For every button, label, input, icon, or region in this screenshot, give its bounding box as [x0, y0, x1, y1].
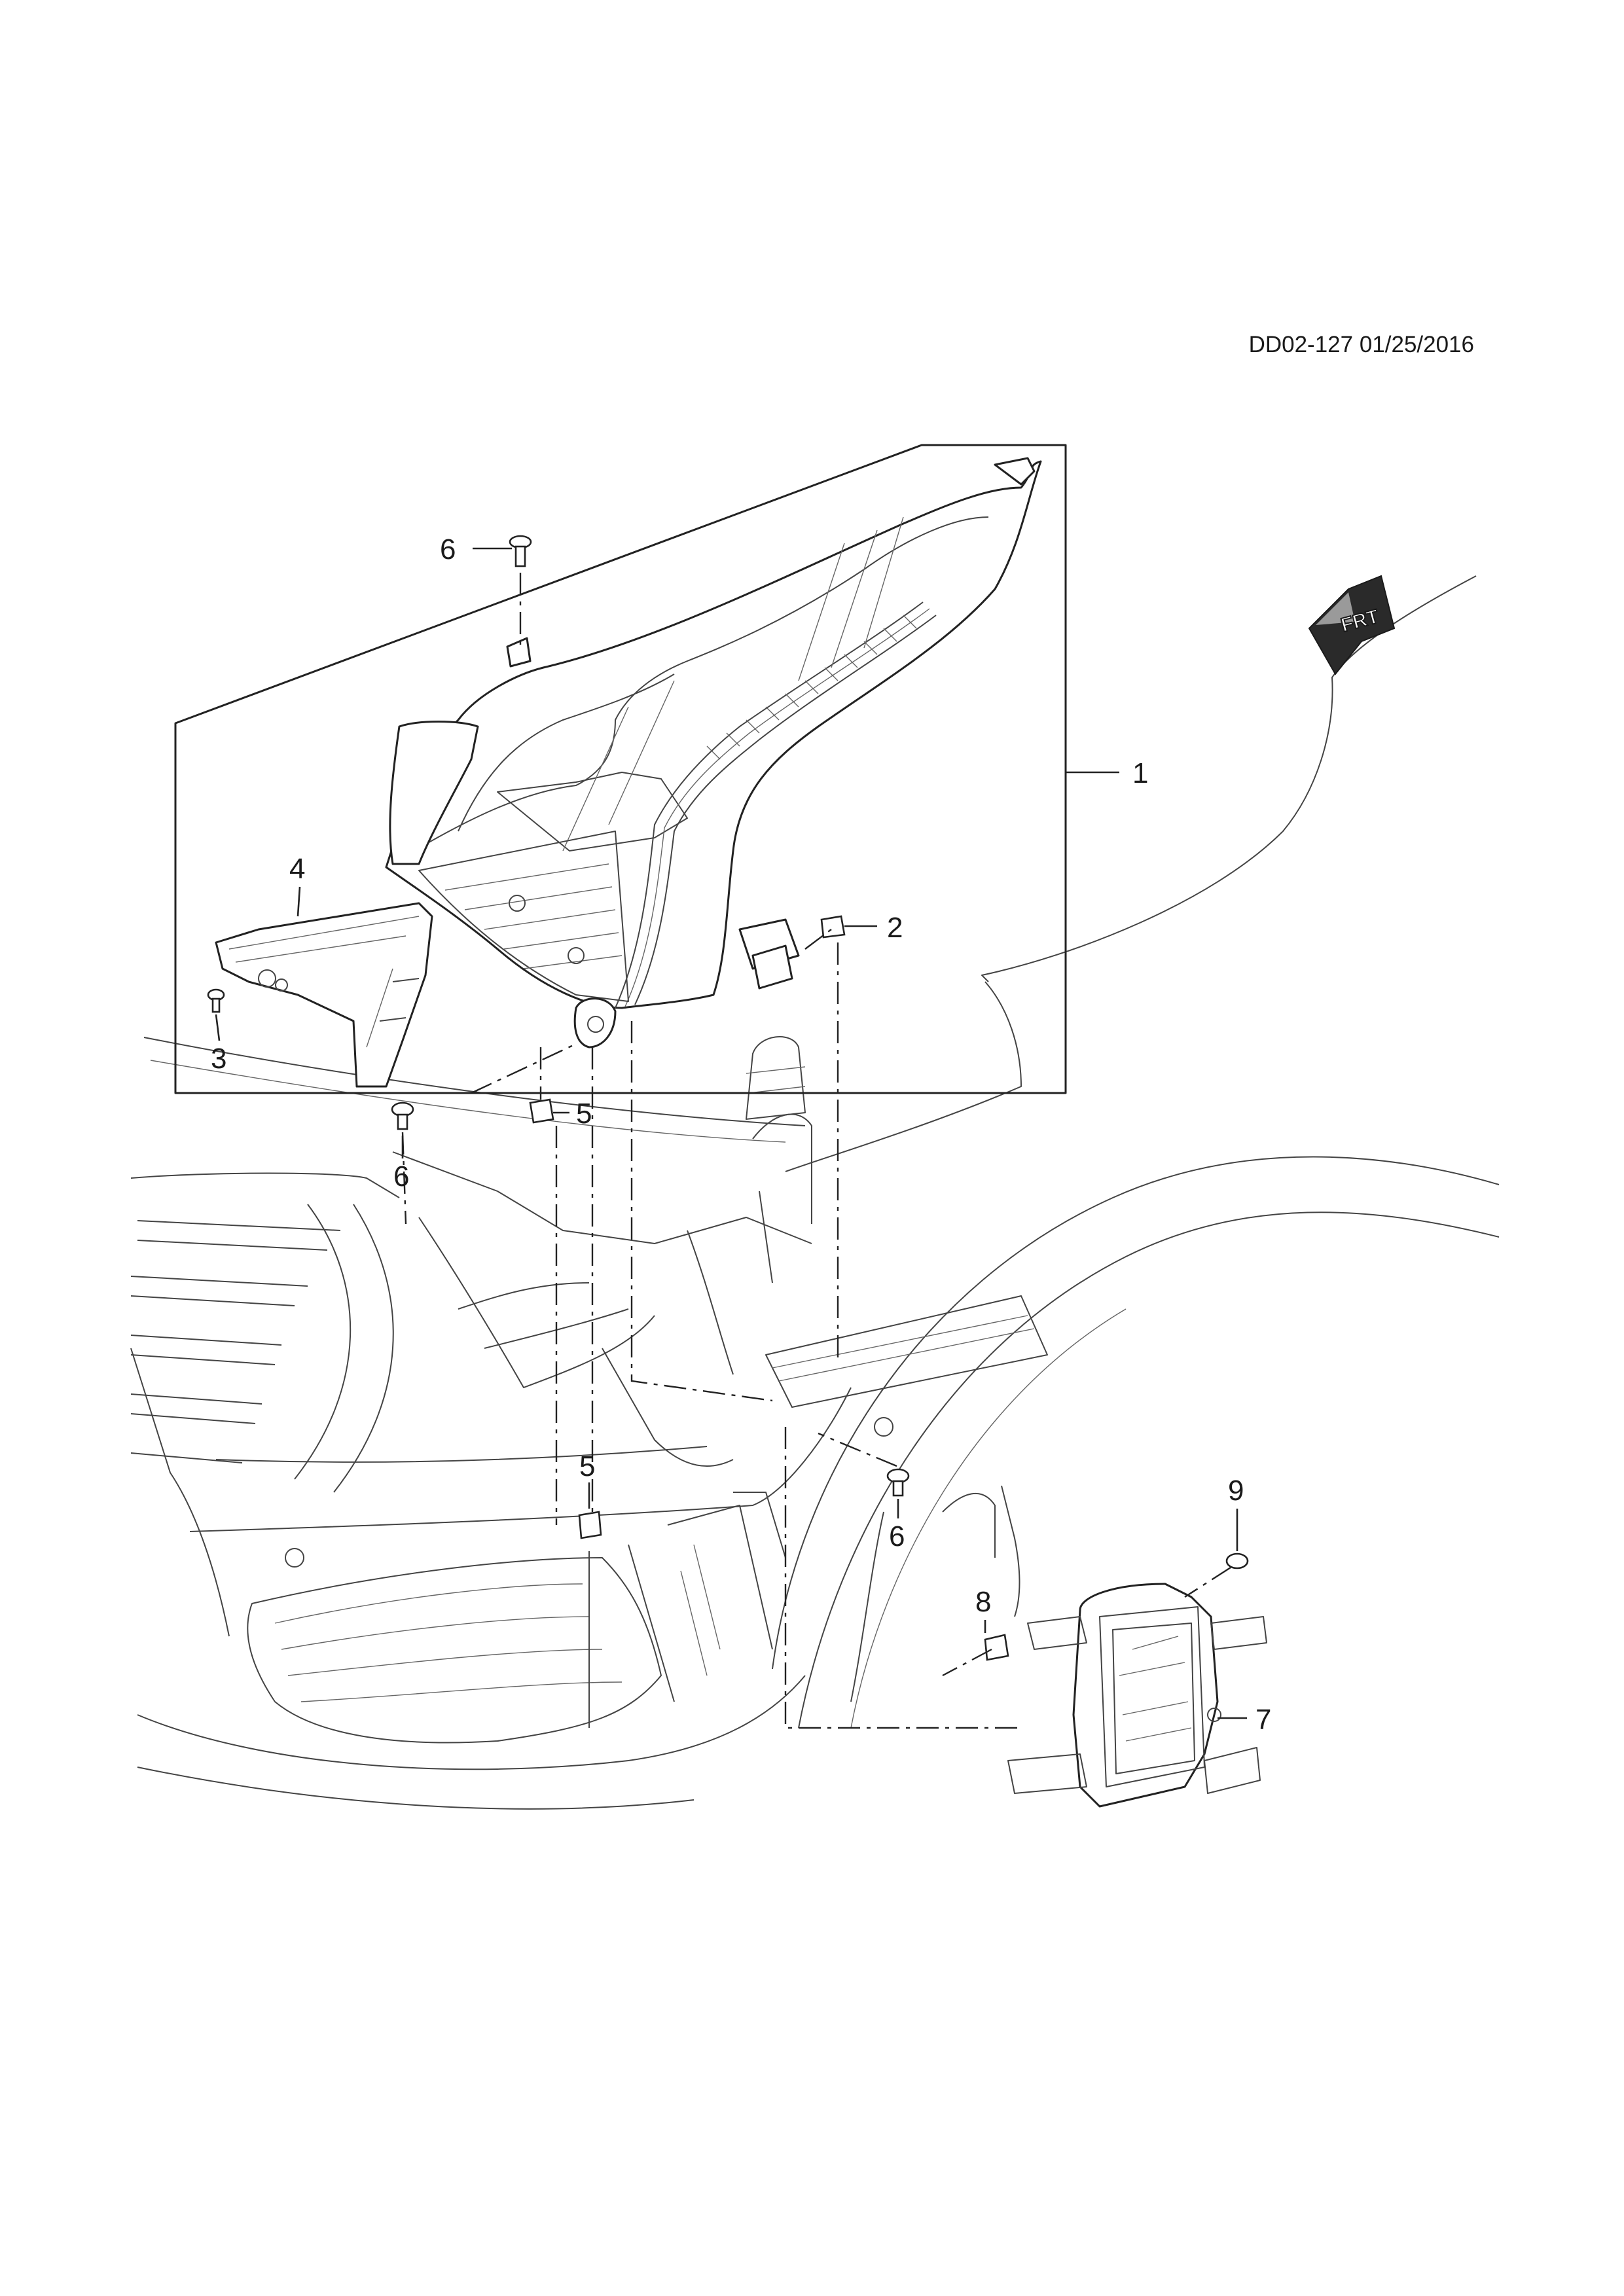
clip-icon — [529, 1098, 554, 1124]
clip-nut-icon — [820, 915, 846, 939]
callout-2: 2 — [887, 912, 903, 944]
callout-6-lower: 6 — [889, 1520, 905, 1552]
fog-lamp-assembly — [1007, 1583, 1267, 1808]
callout-8: 8 — [975, 1586, 991, 1618]
bolt-icon — [391, 1102, 414, 1130]
callout-1: 1 — [1132, 757, 1148, 789]
diagram-id-date: DD02-127 01/25/2016 — [1249, 332, 1474, 357]
callout-labels: 1 2 3 4 5 5 6 6 6 7 8 9 — [211, 533, 1271, 1736]
screw-icon — [1225, 1552, 1249, 1570]
callout-7: 7 — [1255, 1704, 1271, 1736]
clip-nut-icon — [984, 1634, 1009, 1661]
headlamp-detail-frame — [174, 444, 1067, 1094]
grille-slats — [130, 1204, 394, 1493]
callout-5-upper: 5 — [576, 1098, 592, 1130]
callout-3: 3 — [211, 1043, 226, 1075]
screw-icon — [207, 988, 225, 1013]
callout-9: 9 — [1228, 1475, 1244, 1507]
vehicle-front-body — [130, 575, 1500, 1810]
callout-4: 4 — [289, 853, 305, 885]
callout-6-top: 6 — [440, 533, 456, 565]
bolt-icon — [509, 535, 532, 567]
leader-lines — [215, 547, 1247, 1719]
hardware-items — [207, 535, 1249, 1661]
callout-5-lower: 5 — [579, 1450, 595, 1482]
alignment-lines — [401, 573, 1231, 1729]
front-direction-arrow-icon: FRT — [1308, 575, 1396, 675]
callout-6-middle: 6 — [393, 1160, 409, 1193]
bolt-icon — [886, 1468, 910, 1497]
clip-icon — [578, 1511, 602, 1539]
headlamp-assembly — [385, 457, 1042, 1049]
headlamp-bracket — [215, 902, 433, 1088]
